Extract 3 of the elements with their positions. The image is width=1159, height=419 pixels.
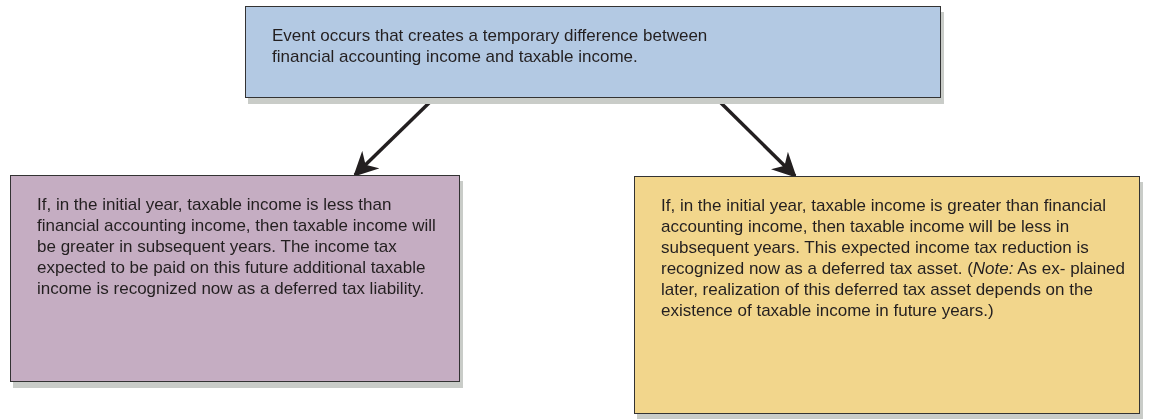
box-text: If, in the initial year, taxable income is greater than financial accounting income, then taxable income will be less in subsequent years. This expected income tax reduction is recognized now as a deferred tax asset. (Note: As ex- plained later, realization of this deferred tax asset depends on the existence of taxable income in future years.) [661,195,1126,321]
box-text: Event occurs that creates a temporary difference between financial accounting income and taxable income. [272,25,709,67]
box-text: If, in the initial year, taxable income is less than financial accounting income, then taxable income will be greater in subsequent years. The income tax expected to be paid on this future additional taxable income is recognized now as a deferred tax liability. [37,194,437,299]
